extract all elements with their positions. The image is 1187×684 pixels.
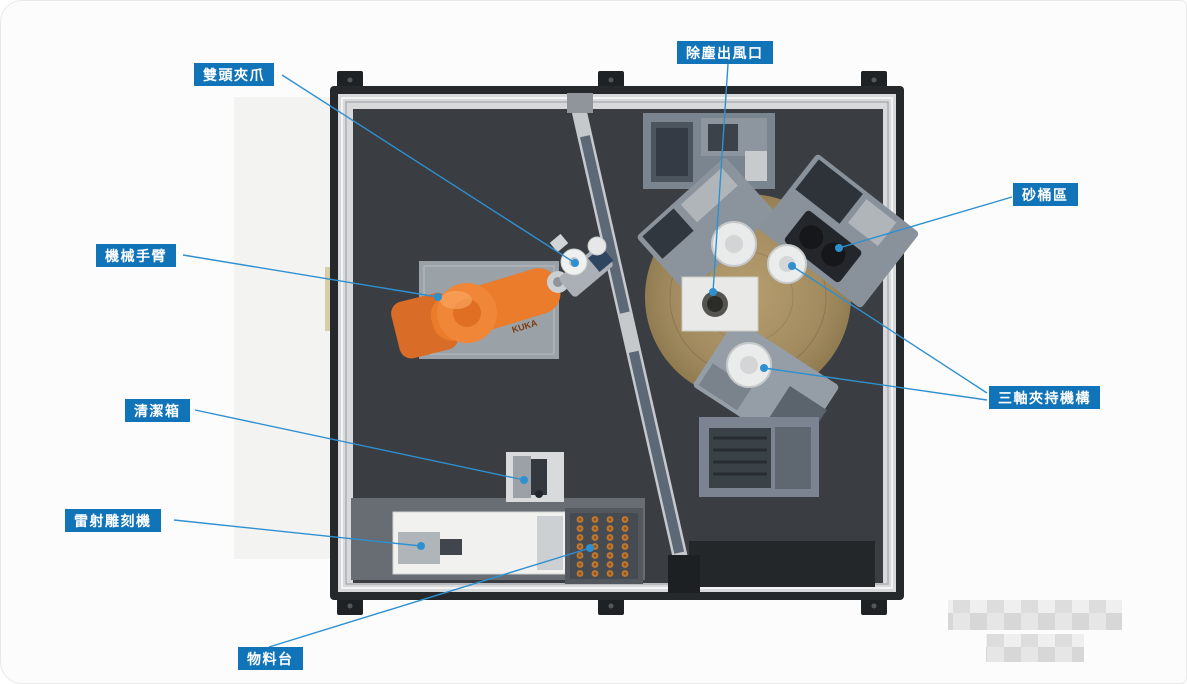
cabinet-bottom-right: [699, 417, 819, 497]
dust-outlet-block: [681, 276, 759, 332]
label-laser-engraver: 雷射雕刻機: [65, 509, 161, 532]
label-three-axis-clamp: 三軸夾持機構: [989, 386, 1100, 409]
label-dust-outlet: 除塵出風口: [677, 41, 773, 64]
label-cleaning-box: 清潔箱: [125, 399, 190, 422]
floor-dark-zone: [689, 541, 875, 587]
watermark: [948, 600, 1122, 662]
sand-bucket-graphic: [784, 210, 862, 283]
leader-lines: [173, 63, 1013, 648]
label-sand-bucket-area: 砂桶區: [1013, 183, 1078, 206]
gripper-graphic: [549, 233, 614, 297]
label-double-head-gripper: 雙頭夾爪: [194, 63, 274, 86]
cleaning-box-graphic: [506, 452, 564, 502]
leader-dots: [417, 244, 843, 552]
label-robot-arm: 機械手臂: [96, 244, 176, 267]
label-material-table: 物料台: [238, 647, 303, 670]
material-tray-graphic: [565, 508, 643, 584]
clamp-fixture-upper: [637, 158, 775, 292]
outside-panel: [234, 97, 344, 559]
divider-rail: [567, 93, 700, 593]
